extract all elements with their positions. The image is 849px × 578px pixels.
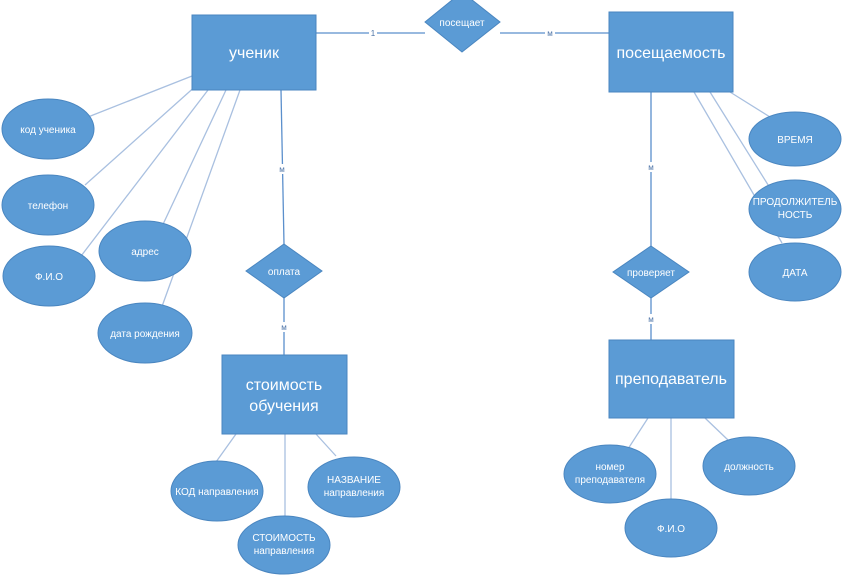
connector-birth-date xyxy=(159,89,241,313)
attr-teacher-full-name: Ф.И.О xyxy=(624,498,718,558)
attr-direction-name-label-line2: направления xyxy=(324,488,385,499)
attr-phone-label: телефон xyxy=(28,200,68,212)
attr-full-name-label: Ф.И.О xyxy=(35,272,63,283)
relationship-attends: посещает xyxy=(424,0,501,53)
attr-direction-cost: СТОИМОСТЬ направления xyxy=(237,515,331,575)
attr-duration-label-line2: НОСТЬ xyxy=(778,210,813,221)
entity-cost-label-line2: обучения xyxy=(249,398,318,415)
attr-teacher-full-name-label: Ф.И.О xyxy=(657,524,685,535)
card-attends-attendance: м xyxy=(547,29,553,38)
entity-student-label: ученик xyxy=(229,45,280,62)
attr-teacher-number: номер преподавателя xyxy=(563,444,657,504)
attr-direction-name: НАЗВАНИЕ направления xyxy=(307,456,401,518)
entity-cost: стоимость обучения xyxy=(221,354,348,435)
attr-full-name: Ф.И.О xyxy=(2,245,96,307)
attr-duration-label-line1: ПРОДОЛЖИТЕЛЬ xyxy=(753,197,838,208)
attr-teacher-number-label-line1: номер xyxy=(595,462,625,473)
attr-date-label: ДАТА xyxy=(782,268,807,279)
attr-phone: телефон xyxy=(1,174,95,236)
entity-attendance: посещаемость xyxy=(608,11,734,93)
attr-direction-name-label-line1: НАЗВАНИЕ xyxy=(327,475,381,486)
card-payment-student: м xyxy=(279,165,285,174)
attr-time-label: ВРЕМЯ xyxy=(777,135,813,146)
cardinality-labels: 1 м м м м м xyxy=(277,28,656,332)
entity-teacher-label: преподаватель xyxy=(615,371,727,388)
connector-student-id xyxy=(87,75,193,118)
attr-duration: ПРОДОЛЖИТЕЛЬ НОСТЬ xyxy=(748,179,842,239)
relationship-payment: оплата xyxy=(245,243,323,299)
entity-student: ученик xyxy=(191,14,317,91)
attr-direction-cost-label-line1: СТОИМОСТЬ xyxy=(252,533,316,544)
connector-duration xyxy=(709,91,771,189)
attr-direction-code: КОД направления xyxy=(170,460,264,522)
relationship-checks: проверяет xyxy=(612,245,690,299)
attr-direction-cost-label-line2: направления xyxy=(254,546,315,557)
entity-attendance-label: посещаемость xyxy=(617,45,726,62)
attr-birth-date: дата рождения xyxy=(97,302,193,364)
connector-phone xyxy=(84,83,199,186)
relationship-connectors xyxy=(280,32,652,355)
attr-position: должность xyxy=(702,436,796,496)
attr-date: ДАТА xyxy=(748,242,842,302)
connector-direction-code xyxy=(215,433,237,463)
attr-address: адрес xyxy=(98,220,192,282)
entity-teacher: преподаватель xyxy=(608,339,735,419)
connector-direction-name xyxy=(315,433,337,457)
connector-teacher-number xyxy=(625,417,649,453)
card-attends-student: 1 xyxy=(371,29,376,38)
relationship-payment-label: оплата xyxy=(268,267,301,278)
connector-time xyxy=(729,91,771,118)
attr-student-id-label: код ученика xyxy=(20,125,76,136)
attr-time: ВРЕМЯ xyxy=(748,111,842,167)
attr-birth-date-label: дата рождения xyxy=(110,329,180,340)
entity-cost-label-line1: стоимость xyxy=(246,377,323,394)
attribute-connectors xyxy=(77,75,783,518)
card-checks-attendance: м xyxy=(648,163,654,172)
attr-student-id: код ученика xyxy=(1,98,95,160)
card-payment-cost: м xyxy=(281,323,287,332)
connector-position xyxy=(704,417,729,441)
relationship-attends-label: посещает xyxy=(439,18,485,29)
relationship-checks-label: проверяет xyxy=(627,268,675,279)
connector-address xyxy=(157,89,227,236)
attr-address-label: адрес xyxy=(131,247,159,258)
connector-full-name xyxy=(77,89,209,261)
card-checks-teacher: м xyxy=(648,315,654,324)
attr-direction-code-label: КОД направления xyxy=(175,487,258,498)
attr-position-label: должность xyxy=(724,462,774,473)
attr-teacher-number-label-line2: преподавателя xyxy=(575,475,645,486)
